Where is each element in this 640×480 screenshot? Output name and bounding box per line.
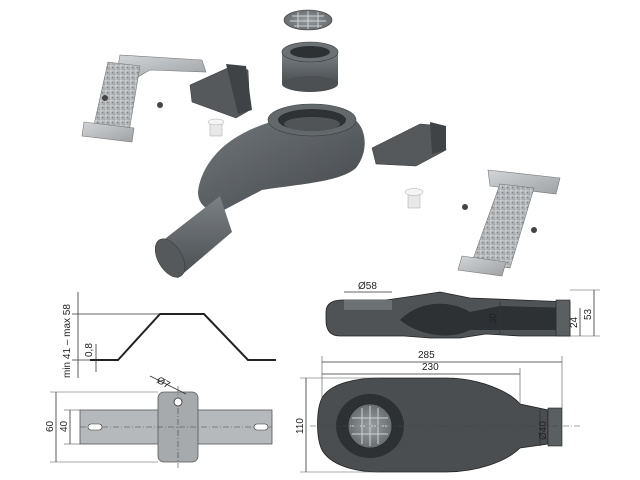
bracket-profile-view: min 41 – max 58 0,8 xyxy=(62,292,276,378)
left-clamp xyxy=(189,64,252,119)
section-view: Ø58 30 24 53 xyxy=(325,281,600,339)
exploded-view xyxy=(81,9,561,278)
pipe-height-label: 30 xyxy=(488,312,499,324)
hole-diameter-label: Ø7 xyxy=(155,375,172,391)
screw-plug xyxy=(207,118,225,137)
right-clamp xyxy=(371,122,447,167)
body-length-label: 230 xyxy=(422,362,439,373)
width-label: 110 xyxy=(295,418,306,434)
right-mounting-bracket xyxy=(457,169,561,277)
outlet-diameter-label: Ø58 xyxy=(358,281,377,292)
left-mounting-bracket xyxy=(81,54,207,143)
drain-grate xyxy=(283,9,333,31)
bracket-outer-height-label: 60 xyxy=(45,420,56,432)
outlet-height-label: 24 xyxy=(569,316,580,328)
profile-height-label: min 41 – max 58 xyxy=(62,304,73,378)
overall-length-label: 285 xyxy=(418,350,435,361)
bracket-plan-view: Ø7 60 40 xyxy=(45,375,273,468)
bracket-inner-height-label: 40 xyxy=(59,420,70,432)
drain-body xyxy=(154,103,365,278)
screw-plug-right xyxy=(404,188,424,209)
total-height-label: 53 xyxy=(583,308,594,320)
profile-thickness-label: 0,8 xyxy=(84,343,95,357)
odor-trap xyxy=(281,41,339,92)
pipe-diameter-label: Ø40 xyxy=(538,421,549,440)
plan-view: 285 230 110 Ø40 xyxy=(295,350,580,473)
